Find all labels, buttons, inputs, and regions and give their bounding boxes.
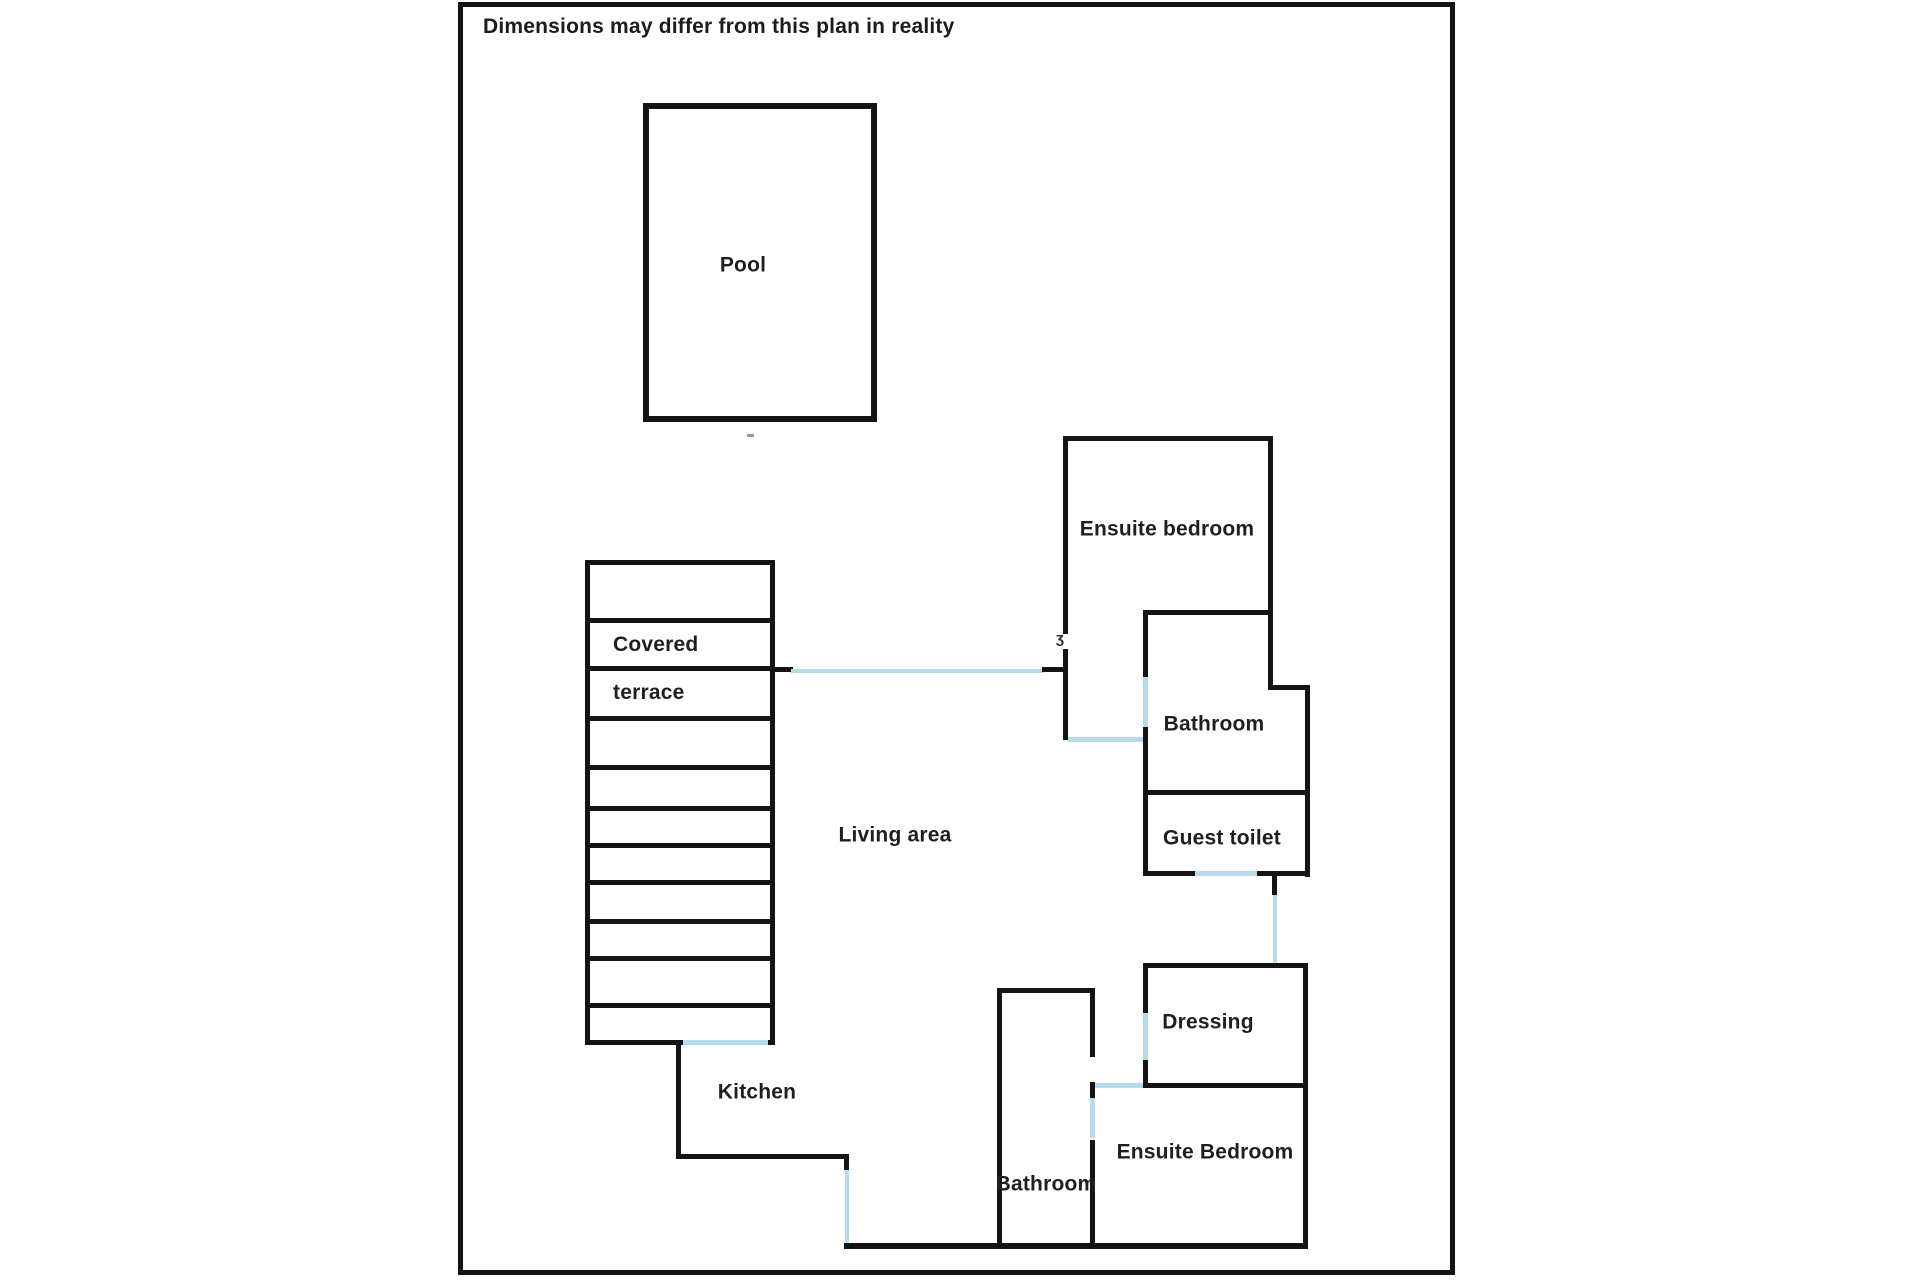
- terrace-slat-line: [585, 666, 775, 671]
- covered-terrace-label-line1: Covered: [613, 633, 699, 656]
- terrace-slat-line: [585, 843, 775, 848]
- bathroom-lower-right-wall-upper: [1090, 988, 1095, 1057]
- living-area-label: Living area: [838, 823, 952, 847]
- terrace-slat-line: [585, 765, 775, 770]
- terrace-connector-tick-left: [773, 667, 793, 672]
- ensuite-top-right-wall: [1268, 436, 1273, 616]
- bathroom-lower-right-wall-tick: [1090, 1082, 1095, 1098]
- covered-terrace-label-line2: terrace: [613, 681, 685, 704]
- dressing-top-wall: [1143, 963, 1308, 968]
- bathroom-lower-top-wall: [997, 988, 1095, 993]
- terrace-slat-line: [585, 956, 775, 961]
- terrace-slat-line: [585, 806, 775, 811]
- ensuite-top-left-wall-lower: [1063, 649, 1068, 740]
- pool-label: Pool: [719, 253, 767, 277]
- dressing-door: [1143, 1013, 1148, 1060]
- bathroom-lower-door: [1090, 1098, 1095, 1138]
- house-bottom-wall: [844, 1243, 1308, 1249]
- ensuite-bottom-top-opening: [1095, 1083, 1143, 1088]
- bathroom-guest-left-wall: [1143, 610, 1148, 875]
- bathroom-upper-step-wall: [1268, 685, 1310, 690]
- pool-stray-mark: [747, 434, 754, 437]
- ensuite-top-top-wall: [1063, 436, 1273, 441]
- bathroom-upper-door: [1143, 677, 1148, 727]
- dressing-bedroom-right-wall: [1303, 963, 1308, 1248]
- terrace-living-opening: [791, 669, 1044, 673]
- ensuite-bedroom-bottom-label: Ensuite Bedroom: [1116, 1140, 1294, 1164]
- pool-outline: [643, 103, 877, 422]
- bathroom-upper-label: Bathroom: [1163, 712, 1265, 736]
- covered-terrace-outline: [585, 560, 775, 1045]
- bathroom-guest-right-wall: [1305, 685, 1310, 877]
- bathroom-lower-right-wall-lower: [1090, 1140, 1095, 1248]
- terrace-connector-tick-right: [1042, 667, 1065, 672]
- kitchen-left-wall: [676, 1043, 681, 1159]
- living-bathroom-opening: [1068, 737, 1143, 742]
- bathroom-lower-label: Bathroom: [995, 1172, 1097, 1196]
- wall-break-mark: ʒ: [1056, 630, 1064, 647]
- plan-outer-border: [458, 2, 1455, 1275]
- ensuite-top-left-wall-upper: [1063, 436, 1068, 634]
- corridor-opening: [1273, 895, 1277, 963]
- kitchen-label: Kitchen: [717, 1080, 797, 1104]
- guest-toilet-door: [1195, 871, 1257, 876]
- dressing-label: Dressing: [1162, 1010, 1254, 1034]
- terrace-slat-line: [585, 919, 775, 924]
- terrace-slat-line: [585, 1003, 775, 1008]
- kitchen-step-tick: [844, 1154, 849, 1170]
- corridor-tick-top: [1272, 876, 1277, 895]
- bathroom-guest-divider-wall: [1143, 790, 1310, 795]
- plan-disclaimer-text: Dimensions may differ from this plan in …: [483, 15, 955, 38]
- bathroom-upper-right-wall-upper: [1268, 612, 1273, 690]
- terrace-slat-line: [585, 880, 775, 885]
- kitchen-door: [845, 1170, 849, 1243]
- terrace-slat-line: [585, 716, 775, 721]
- kitchen-bottom-wall: [676, 1154, 849, 1159]
- ensuite-bedroom-top-label: Ensuite bedroom: [1079, 517, 1255, 541]
- bathroom-lower-left-wall: [997, 988, 1002, 1248]
- guest-toilet-label: Guest toilet: [1163, 826, 1281, 850]
- terrace-kitchen-opening: [683, 1040, 768, 1045]
- terrace-slat-line: [585, 618, 775, 623]
- dressing-bottom-wall: [1143, 1083, 1308, 1088]
- bathroom-upper-top-wall: [1143, 610, 1273, 615]
